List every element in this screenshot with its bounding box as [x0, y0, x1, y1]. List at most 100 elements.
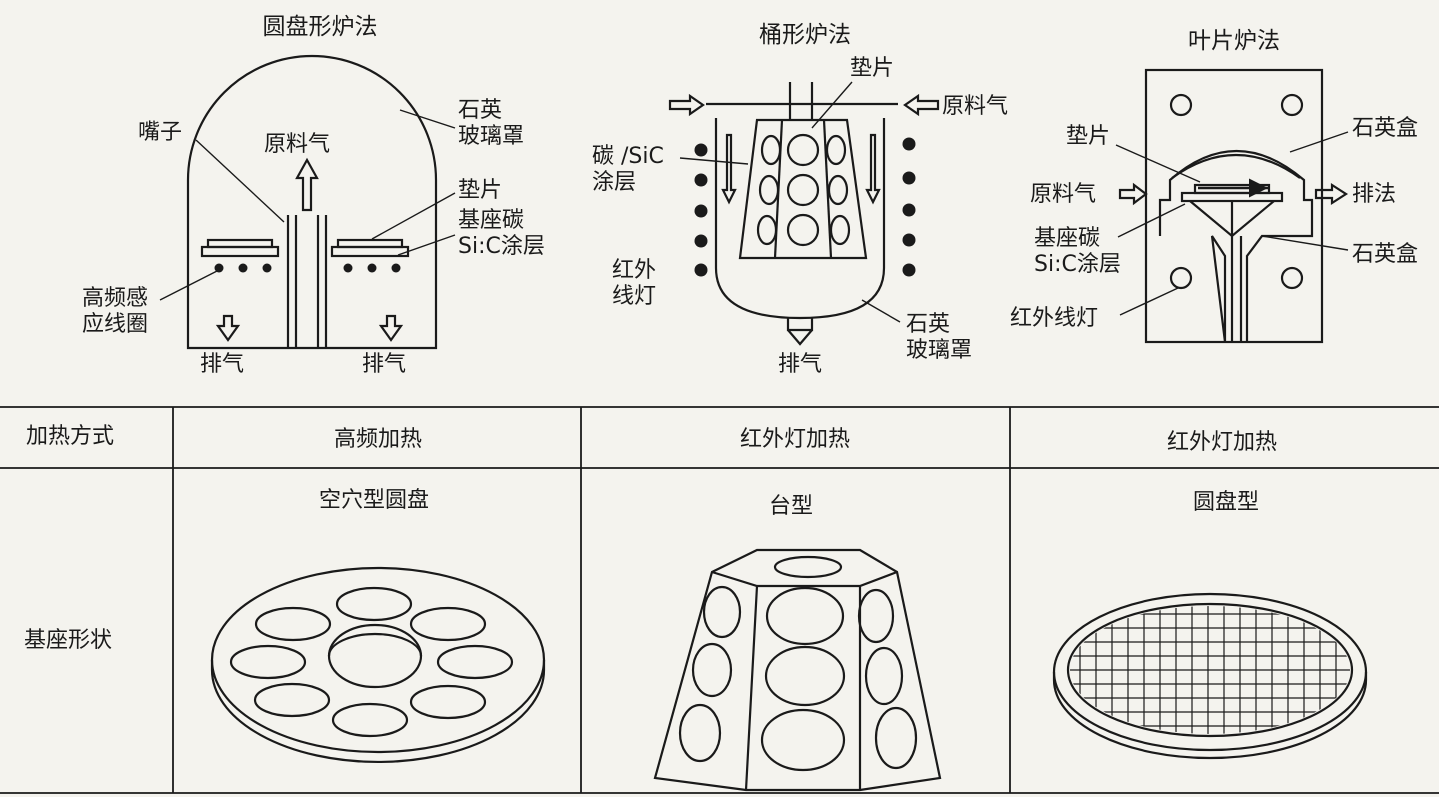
heating-method-cell: 高频加热	[333, 427, 423, 452]
disk-furnace-title: 圆盘形炉法	[262, 14, 378, 40]
barrel-wafer-right	[874, 706, 918, 770]
disk-feed-gas-label: 原料气	[264, 132, 331, 157]
disk-furnace-drawing	[159, 54, 456, 350]
ir-lamp-leader	[1119, 287, 1179, 316]
susceptor-leader	[1117, 203, 1186, 238]
barrel-top-opening	[773, 555, 843, 579]
barrel-ir-lamp-label: 红外 线灯	[612, 258, 657, 309]
quartz-bell	[714, 118, 886, 320]
barrel-pad-label: 垫片	[850, 56, 895, 81]
exhaust-arrow	[1314, 182, 1349, 206]
exhaust-arrow-right	[378, 314, 404, 342]
barrel-quartz-cover-label: 石英 玻璃罩	[906, 312, 973, 363]
hollow-disk-susceptor	[210, 566, 546, 764]
pad-leader	[811, 81, 853, 129]
barrel-wafer-front	[765, 586, 845, 646]
exhaust-arrow-left	[215, 314, 241, 342]
susceptor-shape-cell: 圆盘型	[1192, 490, 1260, 515]
disk-top	[210, 566, 546, 754]
coil-leader	[159, 269, 220, 301]
feed-gas-up-arrow	[295, 157, 319, 212]
barrel-wafer-right	[864, 646, 904, 706]
quartz-box-dome	[1171, 154, 1301, 179]
left-susceptor	[200, 245, 280, 258]
feed-gas-arrow-left	[668, 93, 705, 117]
barrel-exhaust-label: 排气	[778, 352, 823, 377]
barrel-wafer	[827, 174, 849, 206]
gas-flow-arrow-left	[721, 133, 737, 205]
barrel-wafer	[786, 133, 820, 167]
barrel-wafer	[825, 134, 847, 166]
disk-pocket	[409, 606, 487, 642]
exhaust-nozzle	[786, 318, 814, 346]
leaf-quartz-box-top-label: 石英盒	[1352, 116, 1419, 141]
disk-type-inner	[1066, 602, 1354, 738]
outer-frame	[1144, 68, 1324, 344]
barrel-wafer	[786, 213, 820, 247]
susceptor-shape-header: 基座形状	[24, 628, 113, 653]
disk-pocket	[229, 644, 307, 680]
barrel-furnace-title: 桶形炉法	[759, 22, 851, 48]
barrel-susceptor	[738, 118, 868, 260]
disk-susceptor-label: 基座碳 Si:C涂层	[458, 208, 545, 259]
leaf-furnace-drawing	[1115, 68, 1349, 344]
pad-leader	[1115, 144, 1201, 183]
disk-pocket	[436, 644, 514, 680]
mount-hole	[1169, 93, 1193, 117]
disk-type-rim	[1052, 672, 1368, 760]
barrel-wafer	[756, 214, 778, 246]
leaf-quartz-box-bottom-label: 石英盒	[1352, 242, 1419, 267]
barrel-wafer-front	[764, 645, 846, 707]
susceptor-leader	[397, 234, 456, 256]
leaf-susceptor-label: 基座碳 Si:C涂层	[1034, 226, 1121, 277]
heating-method-cell: 红外灯加热	[739, 427, 851, 452]
barrel-outline	[653, 548, 942, 792]
disk-pocket	[253, 682, 331, 718]
leaf-wafer	[1193, 183, 1271, 195]
mount-hole	[1169, 266, 1193, 290]
disk-pocket	[409, 684, 487, 720]
disk-exhaust-left-label: 排气	[200, 352, 245, 377]
barrel-wafer	[786, 173, 820, 207]
barrel-furnace-drawing	[668, 81, 940, 346]
disk-coil-label: 高频感 应线圈	[82, 286, 149, 337]
induction-coil-dots	[214, 263, 401, 273]
nozzle-leader	[195, 139, 285, 223]
gas-flow-arrow-right	[865, 133, 881, 205]
mount-hole	[1280, 93, 1304, 117]
barrel-wafer	[758, 174, 780, 206]
susceptor-shape-cell: 台型	[768, 494, 814, 519]
disk-type-outer	[1052, 592, 1368, 752]
disk-pocket	[335, 586, 413, 622]
barrel-wafer-front	[760, 708, 846, 772]
ir-lamp-dots	[694, 137, 916, 277]
barrel-facet-line-2	[822, 119, 833, 259]
disk-quartz-cover-label: 石英 玻璃罩	[458, 98, 525, 149]
barrel-wafer-left	[691, 642, 733, 698]
feed-gas-arrow-right	[903, 93, 940, 117]
disk-rim	[210, 660, 546, 764]
leaf-ir-lamp-label: 红外线灯	[1010, 306, 1099, 331]
barrel-feed-gas-label: 原料气	[942, 94, 1009, 119]
barrel-coating-label: 碳 /SiC 涂层	[592, 144, 664, 195]
barrel-top-front	[711, 570, 898, 588]
disk-center-pocket-inner	[327, 632, 423, 657]
coating-leader	[679, 157, 749, 165]
leaf-exhaust-label: 排法	[1352, 182, 1397, 207]
barrel-wafer	[829, 214, 851, 246]
disk-nozzle-label: 嘴子	[138, 120, 183, 145]
quartz-bell-jar	[186, 54, 438, 350]
susceptor-shape-cell: 空穴型圆盘	[318, 488, 430, 513]
quartz-cover-leader	[861, 299, 901, 323]
barrel-wafer-right	[857, 588, 895, 644]
heating-method-cell: 红外灯加热	[1166, 430, 1278, 455]
comparison-table-lines	[0, 406, 1439, 794]
heating-method-header: 加热方式	[26, 424, 115, 449]
disk-pocket	[254, 606, 332, 642]
mount-hole	[1280, 266, 1304, 290]
barrel-wafer-left	[678, 703, 722, 763]
quartz-box	[1158, 150, 1314, 343]
quartz-cover-leader	[399, 109, 456, 129]
barrel-shaped-susceptor	[653, 548, 942, 792]
